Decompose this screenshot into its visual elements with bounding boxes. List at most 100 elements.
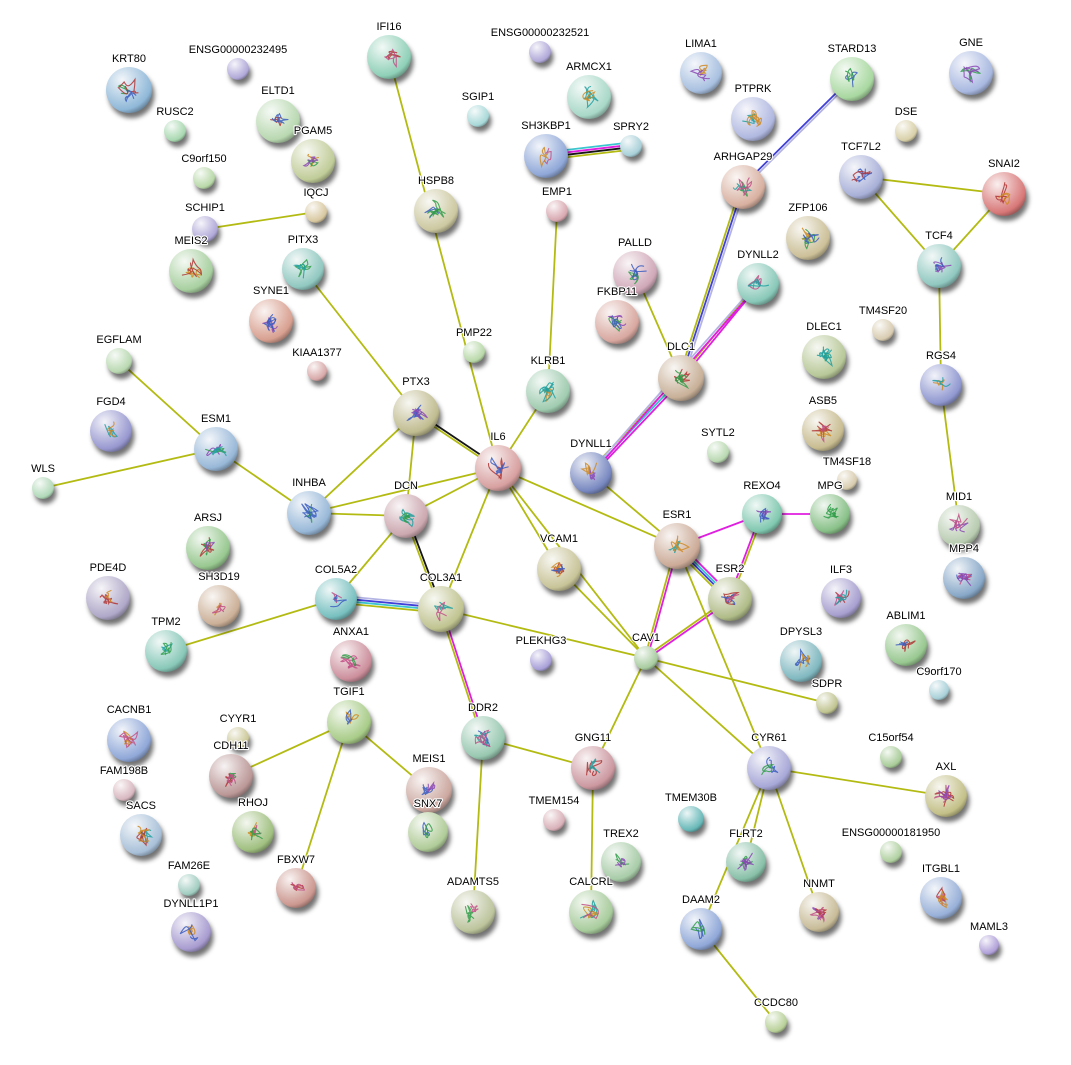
node-TGIF1[interactable]	[327, 700, 371, 744]
node-AXL[interactable]	[925, 775, 967, 817]
node-sphere[interactable]	[620, 135, 642, 157]
node-ARMCX1[interactable]	[567, 75, 611, 119]
node-WLS[interactable]	[32, 477, 54, 499]
edge-line-textmining[interactable]	[677, 185, 742, 379]
node-FBXW7[interactable]	[276, 868, 316, 908]
node-DYNLL1[interactable]	[570, 452, 612, 494]
node-DLEC1[interactable]	[802, 335, 846, 379]
node-ESR2[interactable]	[708, 577, 752, 621]
edge-IFI16-IL6[interactable]	[388, 56, 499, 469]
node-sphere[interactable]	[106, 348, 132, 374]
node-ADAMTS5[interactable]	[451, 890, 495, 934]
edge-line-homology[interactable]	[742, 79, 854, 189]
node-MEIS1[interactable]	[406, 767, 452, 813]
edge-CAV1-CYR61[interactable]	[645, 657, 770, 769]
edge-PTX3-INHBA[interactable]	[308, 412, 417, 514]
node-sphere[interactable]	[113, 779, 135, 801]
edge-line-cooccurrence[interactable]	[680, 186, 744, 379]
node-C9orf170[interactable]	[929, 680, 949, 700]
node-HSPB8[interactable]	[414, 189, 458, 233]
node-sphere[interactable]	[330, 640, 372, 682]
node-EMP1[interactable]	[546, 200, 568, 222]
edge-line-cooccurrence[interactable]	[741, 77, 853, 188]
node-ESM1[interactable]	[194, 427, 238, 471]
node-DAAM2[interactable]	[680, 908, 722, 950]
edge-IL6-ESR1[interactable]	[497, 467, 678, 547]
edge-EMP1-KLRB1[interactable]	[547, 210, 558, 392]
node-SACS[interactable]	[120, 814, 162, 856]
edge-line-textmining[interactable]	[768, 767, 947, 797]
node-IL6[interactable]	[475, 445, 521, 491]
node-DCN[interactable]	[384, 494, 428, 538]
node-sphere[interactable]	[816, 692, 838, 714]
node-ELTD1[interactable]	[256, 99, 300, 143]
node-TREX2[interactable]	[601, 842, 641, 882]
node-CDH11[interactable]	[209, 754, 253, 798]
node-ENSG00000232495[interactable]	[227, 58, 249, 80]
node-sphere[interactable]	[307, 361, 327, 381]
node-IQCJ[interactable]	[305, 201, 327, 223]
node-DSE[interactable]	[895, 120, 917, 142]
edge-line-textmining[interactable]	[308, 467, 499, 514]
node-ZFP106[interactable]	[786, 216, 830, 260]
node-sphere[interactable]	[880, 841, 902, 863]
node-CYR61[interactable]	[747, 746, 791, 790]
node-KLRB1[interactable]	[526, 369, 570, 413]
node-KIAA1377[interactable]	[307, 361, 327, 381]
node-FGD4[interactable]	[90, 410, 132, 452]
edge-line-textmining[interactable]	[472, 737, 484, 913]
edge-line-textmining[interactable]	[547, 210, 558, 392]
node-SH3D19[interactable]	[198, 585, 240, 627]
node-RGS4[interactable]	[920, 364, 962, 406]
node-ESR1[interactable]	[654, 523, 700, 569]
node-CYYR1[interactable]	[227, 727, 249, 749]
node-TM4SF20[interactable]	[872, 319, 894, 341]
node-sphere[interactable]	[227, 727, 249, 749]
node-DDR2[interactable]	[461, 716, 505, 760]
node-RUSC2[interactable]	[164, 120, 186, 142]
node-CCDC80[interactable]	[765, 1011, 787, 1033]
edge-SCHIP1-IQCJ[interactable]	[204, 211, 317, 230]
node-CAV1[interactable]	[634, 646, 658, 670]
edge-line-textmining[interactable]	[645, 657, 828, 704]
node-PALLD[interactable]	[613, 251, 657, 295]
edge-INHBA-IL6[interactable]	[308, 467, 499, 514]
node-COL5A2[interactable]	[315, 578, 357, 620]
node-sphere[interactable]	[530, 649, 552, 671]
edge-line-textmining[interactable]	[308, 412, 417, 514]
node-sphere[interactable]	[707, 441, 729, 463]
node-sphere[interactable]	[467, 105, 489, 127]
node-sphere[interactable]	[178, 874, 200, 896]
edge-line-textmining[interactable]	[497, 467, 678, 547]
edge-PITX3-PTX3[interactable]	[302, 268, 417, 414]
edge-line-textmining[interactable]	[440, 608, 647, 659]
node-sphere[interactable]	[367, 35, 411, 79]
node-FLRT2[interactable]	[726, 842, 766, 882]
edge-CYR61-AXL[interactable]	[768, 767, 947, 797]
edge-line-textmining[interactable]	[295, 721, 350, 889]
edge-COL3A1-CAV1[interactable]	[440, 608, 647, 659]
node-PITX3[interactable]	[282, 248, 324, 290]
node-ARSJ[interactable]	[186, 526, 230, 570]
node-NNMT[interactable]	[799, 892, 839, 932]
node-TCF4[interactable]	[917, 244, 961, 288]
node-SGIP1[interactable]	[467, 105, 489, 127]
node-VCAM1[interactable]	[537, 547, 581, 591]
node-EGFLAM[interactable]	[106, 348, 132, 374]
node-sphere[interactable]	[979, 935, 999, 955]
edge-CAV1-SDPR[interactable]	[645, 657, 828, 704]
node-sphere[interactable]	[613, 251, 657, 295]
node-MEIS2[interactable]	[169, 249, 213, 293]
edge-line-textmining[interactable]	[676, 545, 770, 769]
node-PLEKHG3[interactable]	[530, 649, 552, 671]
node-MPG[interactable]	[810, 494, 850, 534]
edge-TPM2-COL5A2[interactable]	[165, 598, 337, 652]
node-sphere[interactable]	[929, 680, 949, 700]
node-ABLIM1[interactable]	[885, 624, 927, 666]
node-SCHIP1[interactable]	[192, 216, 218, 242]
node-ILF3[interactable]	[821, 578, 861, 618]
node-sphere[interactable]	[546, 200, 568, 222]
node-ARHGAP29[interactable]	[721, 165, 765, 209]
node-RHOJ[interactable]	[232, 811, 274, 853]
node-sphere[interactable]	[193, 167, 215, 189]
